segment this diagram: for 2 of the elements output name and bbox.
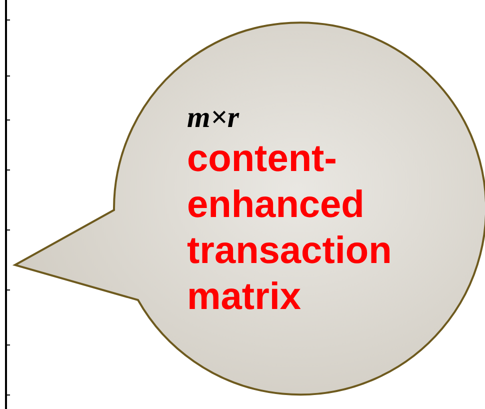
dimension-text: m×r xyxy=(187,100,240,136)
matrix-title: content-enhanced transaction matrix xyxy=(187,137,393,320)
